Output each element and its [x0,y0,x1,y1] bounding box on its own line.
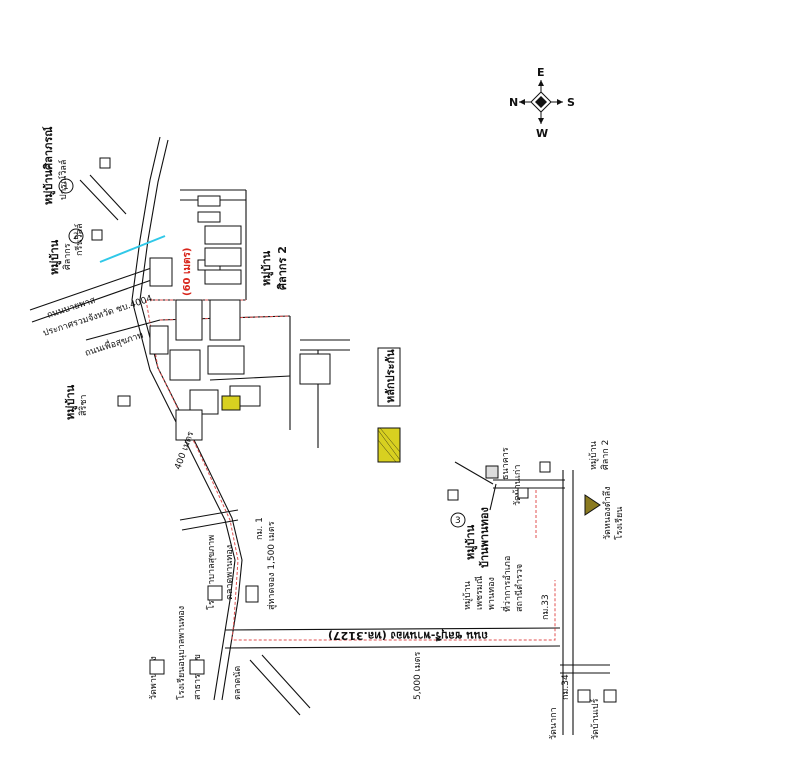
landmark-temple3: วัดบ้านเปร์ [589,698,601,740]
legend-label: หลักประกัน [384,349,397,403]
village-silakorn2-name: หมู่บ้าน [260,250,274,286]
village-phothong-sub2: พานทอง [487,577,497,610]
landmark-office: ที่ว่าการอำเภอ [500,556,513,612]
km33-label: กม.33 [541,594,551,620]
landmark-school: โรงเรียนอนุบาลพานทอง [176,606,187,700]
village-1-name: หมู่บ้านศิลาภรณ์ [42,126,56,205]
landmark-wat-pan: วัดพานทอง [149,656,159,700]
village-silakorn2b-name: หมู่บ้าน [588,441,599,470]
village-1-sub: ปกรณ์วิลล์ [57,160,69,200]
village-2-marker: 2 [68,228,84,244]
village-2-sub2: กรีนวิลล์ [73,223,85,256]
house-icon [91,157,551,501]
landmark-nongtamlueng: วัดหนองตำลึง [602,486,613,540]
landmark-wat-sub: วัดนากา [549,707,559,740]
landmark-market2: ตลาดนัด [233,666,243,700]
village-2-sub: ศิลากร [62,243,73,270]
landmark-police: สถานีตำรวจ [514,564,525,612]
main-road-label: ถนน ชลบุรี-พานทอง (ทล.3127) [328,628,488,642]
temple-icon [584,494,601,516]
village-siri-sub: สิริชา [78,395,89,417]
landmark-school2: โรงเรียน [614,507,625,540]
collateral-plot [221,395,241,411]
distance-5000: 5,000 เมตร [413,652,423,700]
village-3-marker: 3 [450,512,466,528]
village-silakorn2b-sub: ศิลาก 2 [600,440,611,470]
compass: N E S W [509,66,575,140]
roads [29,136,610,735]
legend: หลักประกัน [377,347,401,463]
compass-s: S [567,96,575,109]
building-icon [149,465,617,703]
landmark-bank: ธนาคาร [501,447,511,480]
village-3-sub: บ้านพานทอง [478,507,491,568]
distance-1500: สู่หาดจอง 1,500 เมตร [267,521,277,610]
village-1-marker: 1 [58,178,74,194]
village-phothong-name: หมู่บ้าน [462,581,473,610]
village-2-name: หมู่บ้าน [48,239,62,275]
compass-w: W [536,127,548,140]
landmark-hospital: โรงพยาบาลสุขภาพ [206,535,217,610]
block-grid-upper [149,195,331,441]
village-siri-name: หมู่บ้าน [64,384,78,420]
svg-text:2: 2 [73,232,79,242]
village-silakorn2-sub: ศิลากร 2 [276,246,289,290]
village-phothong-sub: เพชรมณี [474,576,485,610]
svg-text:3: 3 [455,516,461,526]
svg-text:1: 1 [63,182,69,192]
km1-label: กม. 1 [255,517,265,540]
compass-e: E [537,66,545,79]
km34-label: กม.34 [561,674,571,700]
landmark-health: สาธารณสุข [193,654,203,700]
compass-n: N [509,96,518,109]
landmark-market: ตลาดพานทอง [225,545,235,600]
river [99,235,166,263]
distance-60: (60 เมตร) [182,248,193,296]
village-3-name: หมู่บ้าน [464,524,478,560]
landmark-temple2: วัดบ้านเก่า [512,465,523,506]
